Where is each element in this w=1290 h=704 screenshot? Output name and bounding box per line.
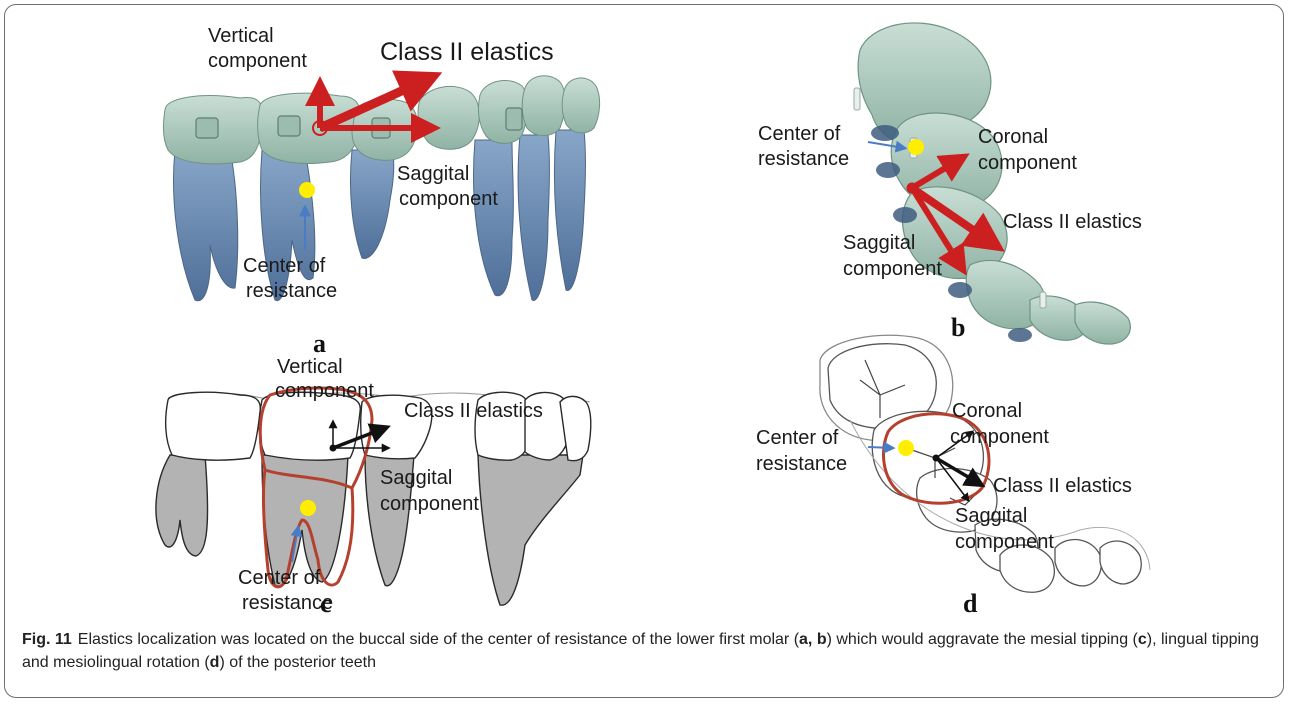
panel-a-label-vertical-1: Vertical <box>208 25 274 47</box>
panel-a-center-of-resistance <box>299 182 315 198</box>
panel-a-letter: a <box>313 329 326 358</box>
panel-b-label-cor-1: Center of <box>758 123 841 145</box>
panel-d-label-elastics: Class II elastics <box>993 475 1132 497</box>
caption-text-1: Elastics localization was located on the… <box>78 631 799 648</box>
panel-b-label-cor-2: resistance <box>758 148 849 170</box>
panel-b-center-of-resistance <box>908 139 924 155</box>
panel-a: Vertical component Class II elastics Sag… <box>163 25 599 358</box>
caption-ref-ab: a, b <box>799 631 827 648</box>
panel-a-label-elastics: Class II elastics <box>380 38 554 66</box>
panel-b-label-coronal-1: Coronal <box>978 126 1048 148</box>
panel-a-label-cor-2: resistance <box>246 280 337 302</box>
panel-d-label-coronal-1: Coronal <box>952 400 1022 422</box>
panel-d-arch <box>820 335 1141 592</box>
panel-d-pointer-arrow <box>868 447 892 448</box>
panel-d-center-of-resistance <box>898 440 914 456</box>
caption-ref-c: c <box>1138 631 1147 648</box>
panel-c-label-cor-1: Center of <box>238 567 321 589</box>
panel-c-label-sagittal-1: Saggital <box>380 467 452 489</box>
panel-a-label-sagittal-2: component <box>399 188 498 210</box>
panel-c-label-vertical-1: Vertical <box>277 356 343 378</box>
panel-c-roots <box>156 455 583 605</box>
caption-text-4: ) of the posterior teeth <box>219 654 376 671</box>
panel-b: Center of resistance Coronal component C… <box>758 23 1142 344</box>
figure-illustration: Vertical component Class II elastics Sag… <box>0 0 1290 628</box>
panel-a-label-vertical-2: component <box>208 50 307 72</box>
panel-d-label-sagittal-1: Saggital <box>955 505 1027 527</box>
panel-d-label-coronal-2: component <box>950 426 1049 448</box>
panel-c-label-elastics: Class II elastics <box>404 400 543 422</box>
panel-d-label-cor-1: Center of <box>756 427 839 449</box>
figure-caption: Fig. 11 Elastics localization was located… <box>22 628 1262 674</box>
caption-ref-d: d <box>210 654 220 671</box>
panel-c-center-of-resistance <box>300 500 316 516</box>
panel-b-label-coronal-2: component <box>978 152 1077 174</box>
caption-text-2: ) which would aggravate the mesial tippi… <box>827 631 1138 648</box>
panel-b-label-sagittal-2: component <box>843 258 942 280</box>
panel-d-label-cor-2: resistance <box>756 453 847 475</box>
panel-b-arch <box>858 23 1130 344</box>
panel-c-label-sagittal-2: component <box>380 493 479 515</box>
panel-a-label-cor-1: Center of <box>243 255 326 277</box>
panel-b-letter: b <box>951 313 965 342</box>
panel-d-letter: d <box>963 589 978 618</box>
panel-b-label-elastics: Class II elastics <box>1003 211 1142 233</box>
panel-d: Center of resistance Coronal component C… <box>756 335 1150 618</box>
panel-b-label-sagittal-1: Saggital <box>843 232 915 254</box>
panel-c: Vertical component Class II elastics Sag… <box>156 356 591 618</box>
panel-d-label-sagittal-2: component <box>955 531 1054 553</box>
panel-c-letter: c <box>320 589 332 618</box>
panel-c-label-vertical-2: component <box>275 380 374 402</box>
panel-a-label-sagittal-1: Saggital <box>397 163 469 185</box>
figure-number: Fig. 11 <box>22 631 72 648</box>
